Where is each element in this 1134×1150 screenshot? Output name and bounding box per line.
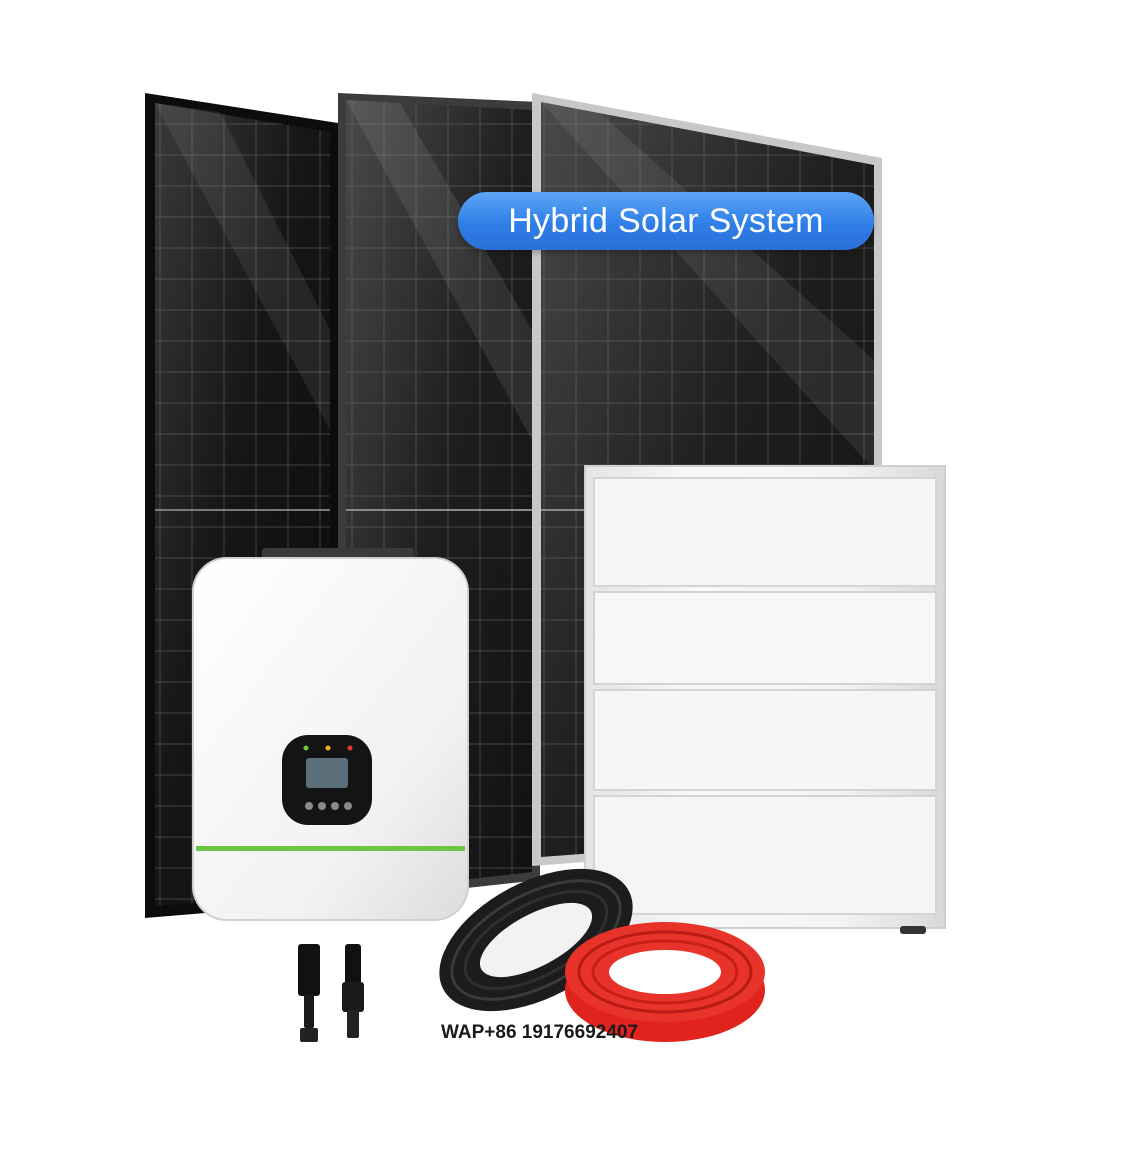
battery-module-1 bbox=[593, 477, 937, 587]
product-title-badge: Hybrid Solar System bbox=[458, 192, 874, 250]
battery-stack bbox=[584, 465, 946, 934]
battery-module-2 bbox=[593, 591, 937, 685]
battery-module-4 bbox=[593, 795, 937, 915]
red-cable-coil bbox=[565, 922, 765, 1042]
contact-watermark: WAP+86 19176692407 bbox=[441, 1022, 639, 1043]
mc4-connectors bbox=[298, 944, 364, 1042]
inverter-green-stripe bbox=[196, 846, 465, 851]
battery-module-3 bbox=[593, 689, 937, 791]
inverter-lcd-screen bbox=[306, 758, 348, 788]
inverter bbox=[192, 548, 469, 921]
battery-foot bbox=[900, 926, 926, 934]
